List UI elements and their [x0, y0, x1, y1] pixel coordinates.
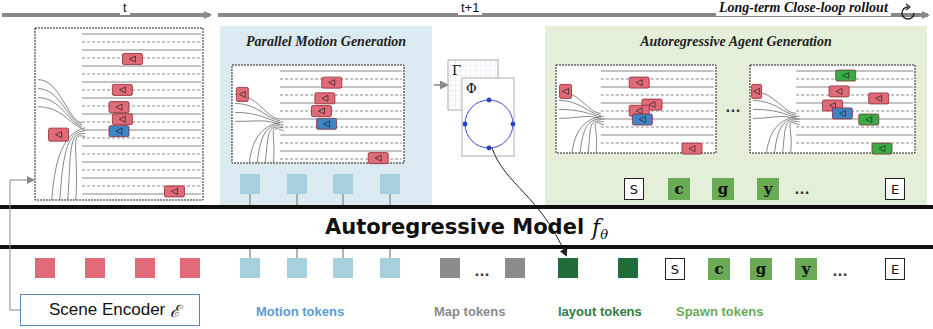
node-text: y	[802, 260, 811, 278]
time-label: Long-term Close-loop rollout	[716, 0, 891, 16]
token-square	[333, 174, 353, 194]
panel-ground	[220, 26, 432, 206]
token-box: g	[750, 258, 772, 280]
node-text: Γ	[452, 63, 461, 78]
node-text: E	[891, 262, 899, 277]
token-box: y	[795, 258, 817, 280]
phi-circle	[465, 100, 513, 148]
ellipsis: …	[725, 98, 741, 116]
band-box: Autoregressive Model fθ	[0, 209, 933, 245]
token-square	[440, 258, 460, 278]
token-square	[85, 258, 105, 278]
token-square	[380, 174, 400, 194]
node-text: S	[630, 182, 638, 197]
token-square	[240, 258, 260, 278]
node-text: Autoregressive Model	[325, 215, 584, 239]
token-square	[618, 258, 638, 278]
phi-card	[462, 78, 514, 156]
token-square	[380, 258, 400, 278]
node-text: f	[592, 215, 600, 240]
node-text: Autoregressive Agent Generation	[640, 34, 832, 49]
token-box: g	[712, 178, 734, 200]
time-arrow	[2, 13, 210, 17]
scene-illustration	[556, 65, 716, 154]
token-group-label: Spawn tokens	[676, 304, 763, 319]
token-square	[287, 258, 307, 278]
token-group-label: layout tokens	[558, 304, 642, 319]
node-text: c	[714, 260, 723, 278]
band-rule	[0, 205, 933, 209]
panel-box: Parallel Motion Generation	[220, 26, 432, 206]
token-square	[240, 174, 260, 194]
token-box: y	[757, 178, 779, 200]
node-text: Φ	[466, 81, 477, 96]
token-box: S	[665, 258, 685, 280]
token-box: c	[668, 178, 690, 200]
scene-illustration	[232, 65, 404, 164]
node-text: g	[718, 180, 729, 198]
node-text: E	[891, 182, 899, 197]
connector-arrow	[434, 84, 447, 86]
ellipsis: …	[832, 262, 848, 280]
panel-box: Autoregressive Agent GenerationSc g y E	[545, 26, 927, 206]
token-square	[333, 258, 353, 278]
ellipsis: …	[794, 180, 810, 198]
panel-ground	[545, 26, 927, 206]
node-text: ℰ	[170, 299, 180, 322]
token-box: c	[708, 258, 730, 280]
token-square	[505, 258, 525, 278]
band-rule	[0, 245, 933, 249]
time-label: t	[120, 0, 130, 15]
token-box: E	[885, 258, 905, 280]
scene-illustration	[35, 28, 203, 200]
node-text: S	[671, 262, 679, 277]
node-text: Scene Encoder	[49, 300, 165, 320]
encoder-box: Scene Encoderℰ	[20, 294, 200, 326]
token-square	[180, 258, 200, 278]
token-group-label: Map tokens	[434, 304, 506, 319]
token-box: E	[885, 178, 905, 200]
card-box: Φ	[462, 78, 514, 156]
token-square	[135, 258, 155, 278]
token-group-label: Motion tokens	[256, 304, 344, 319]
ellipsis: …	[474, 262, 490, 280]
scene-illustration	[750, 65, 915, 154]
node-text: g	[756, 260, 767, 278]
token-square	[558, 258, 578, 278]
token-square	[287, 174, 307, 194]
node-text: Parallel Motion Generation	[246, 34, 406, 49]
node-text: c	[674, 180, 683, 198]
time-label: t+1	[458, 0, 482, 15]
token-square	[35, 258, 55, 278]
leader-line	[10, 180, 33, 310]
node-text: θ	[600, 227, 608, 242]
token-box: S	[624, 178, 644, 200]
node-text: y	[764, 180, 773, 198]
